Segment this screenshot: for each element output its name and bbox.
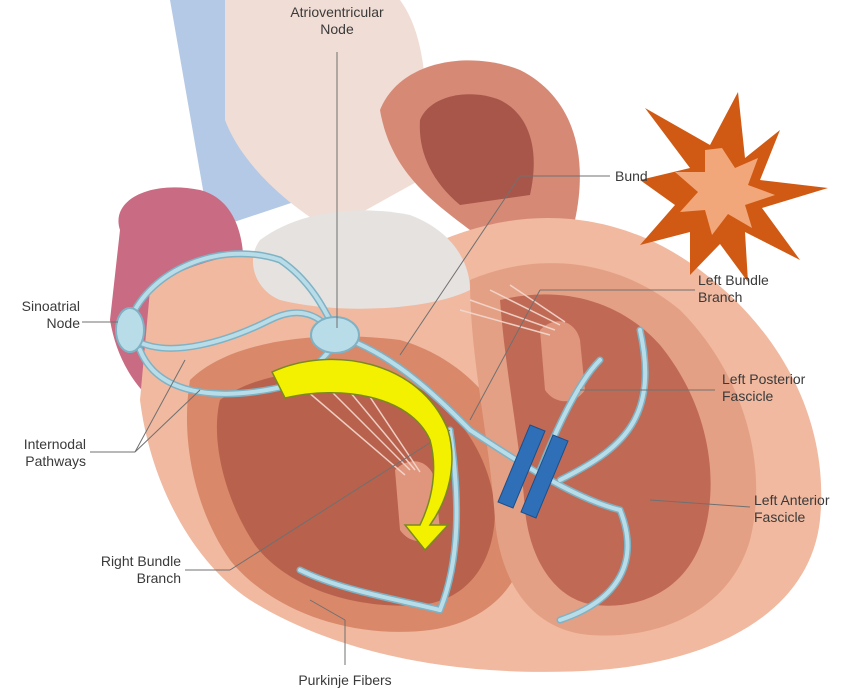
label-left-anterior-fascicle: Left Anterior Fascicle	[754, 492, 842, 526]
sinoatrial-node	[116, 308, 144, 352]
label-left-posterior-fascicle: Left Posterior Fascicle	[722, 371, 840, 405]
label-right-bundle-branch: Right Bundle Branch	[70, 553, 181, 587]
label-sinoatrial-node: Sinoatrial Node	[2, 298, 80, 332]
label-purkinje-fibers: Purkinje Fibers	[270, 672, 420, 689]
atrioventricular-node	[311, 317, 359, 353]
label-left-bundle-branch: Left Bundle Branch	[698, 272, 808, 306]
label-internodal-pathways: Internodal Pathways	[0, 436, 86, 470]
atrial-septum	[253, 210, 470, 308]
label-atrioventricular-node: Atrioventricular Node	[276, 4, 398, 38]
label-bundle-of-his: Bund	[615, 168, 675, 185]
